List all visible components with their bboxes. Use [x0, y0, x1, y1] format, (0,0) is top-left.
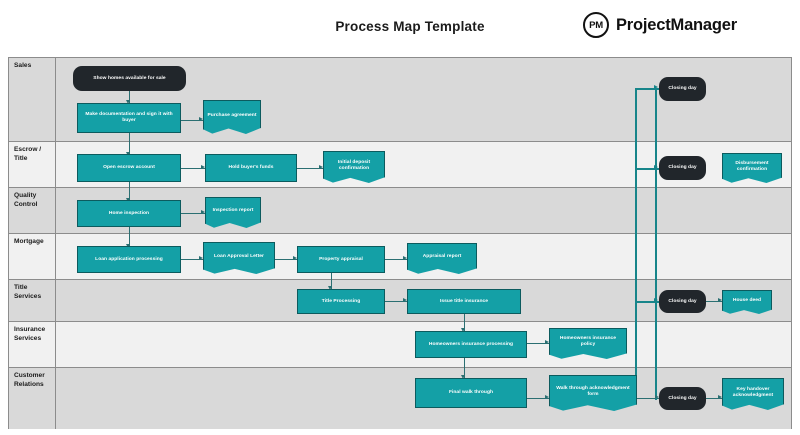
arrowhead: [461, 328, 466, 332]
arrowhead: [403, 256, 407, 261]
connector: [637, 398, 659, 400]
arrowhead: [718, 395, 722, 400]
connector: [635, 88, 659, 91]
arrowhead: [201, 165, 205, 170]
node-closing-day-customer[interactable]: Closing day: [659, 387, 706, 410]
node-make-documentation[interactable]: Make documentation and sign it with buye…: [77, 103, 181, 133]
arrowhead: [655, 395, 659, 400]
connector: [635, 301, 659, 304]
connector: [527, 398, 549, 400]
arrowhead: [545, 340, 549, 345]
connector: [635, 168, 659, 171]
page-header: Process Map Template PM ProjectManager: [0, 0, 800, 52]
node-issue-title-insurance[interactable]: Issue title insurance: [407, 289, 521, 314]
swimlane-insurance-services: Insurance Services: [9, 322, 791, 368]
node-home-inspection[interactable]: Home inspection: [77, 200, 181, 227]
swimlane-label-mortgage: Mortgage: [9, 234, 56, 279]
swimlane-board: Sales Escrow / Title Quality Control Mor…: [8, 57, 792, 429]
node-property-appraisal[interactable]: Property appraisal: [297, 246, 385, 273]
closing-day-spine: [655, 88, 658, 400]
connector: [385, 259, 407, 261]
swimlane-label-escrow-title: Escrow / Title: [9, 142, 56, 187]
node-homeowners-insurance-processing[interactable]: Homeowners insurance processing: [415, 331, 527, 358]
brand-logo: PM ProjectManager: [583, 12, 737, 38]
node-closing-day-escrow[interactable]: Closing day: [659, 156, 706, 180]
connector: [464, 314, 466, 331]
connector: [297, 168, 323, 170]
arrowhead: [545, 395, 549, 400]
swimlane-label-insurance-services: Insurance Services: [9, 322, 56, 367]
node-show-homes[interactable]: Show homes available for sale: [73, 66, 186, 91]
swimlane-label-customer-relations: Customer Relations: [9, 368, 56, 429]
brand-name: ProjectManager: [616, 15, 737, 34]
node-loan-approval-letter[interactable]: Loan Approval Letter: [203, 242, 275, 274]
arrowhead: [654, 85, 658, 90]
node-closing-day-title[interactable]: Closing day: [659, 290, 706, 313]
arrowhead: [718, 298, 722, 303]
node-initial-deposit-confirmation[interactable]: Initial deposit confirmation: [323, 151, 385, 183]
arrowhead: [201, 210, 205, 215]
connector: [706, 301, 722, 303]
node-appraisal-report[interactable]: Appraisal report: [407, 243, 477, 274]
node-final-walk-through[interactable]: Final walk through: [415, 378, 527, 408]
arrowhead: [654, 298, 658, 303]
arrowhead: [319, 165, 323, 170]
connector: [181, 168, 205, 170]
node-walk-through-acknowledgment-form[interactable]: Walk through acknowledgment form: [549, 375, 637, 411]
arrowhead: [199, 117, 203, 122]
connector: [331, 272, 333, 289]
arrowhead: [199, 256, 203, 261]
page-title: Process Map Template: [335, 19, 485, 34]
connector: [385, 301, 407, 303]
node-key-handover-acknowledgment[interactable]: Key handover acknowledgment: [722, 378, 784, 410]
node-homeowners-insurance-policy[interactable]: Homeowners insurance policy: [549, 328, 627, 359]
projectmanager-logo-icon: PM: [583, 12, 609, 38]
node-loan-application-processing[interactable]: Loan application processing: [77, 246, 181, 273]
node-title-processing[interactable]: Title Processing: [297, 289, 385, 314]
connector: [129, 91, 131, 103]
connector: [129, 133, 131, 155]
node-inspection-report[interactable]: Inspection report: [205, 197, 261, 228]
arrowhead: [328, 286, 333, 290]
connector: [129, 227, 131, 248]
arrowhead: [126, 100, 131, 104]
connector: [129, 181, 131, 202]
arrowhead: [293, 256, 297, 261]
arrowhead: [403, 298, 407, 303]
swimlane-label-title-services: Title Services: [9, 280, 56, 321]
connector: [181, 120, 203, 122]
node-house-deed[interactable]: House deed: [722, 290, 772, 314]
node-disbursement-confirmation[interactable]: Disbursement confirmation: [722, 153, 782, 183]
connector: [181, 259, 203, 261]
arrowhead: [461, 375, 466, 379]
swimlane-label-sales: Sales: [9, 58, 56, 141]
connector: [464, 356, 466, 378]
swimlane-label-quality-control: Quality Control: [9, 188, 56, 233]
connector: [527, 343, 549, 345]
node-closing-day-sales[interactable]: Closing day: [659, 77, 706, 101]
connector: [275, 259, 297, 261]
node-purchase-agreement[interactable]: Purchase agreement: [203, 100, 261, 134]
arrowhead: [654, 165, 658, 170]
node-open-escrow-account[interactable]: Open escrow account: [77, 154, 181, 182]
connector: [181, 213, 205, 215]
node-hold-buyers-funds[interactable]: Hold buyer's funds: [205, 154, 297, 182]
closing-day-spine-branch: [635, 88, 638, 388]
connector: [706, 398, 722, 400]
